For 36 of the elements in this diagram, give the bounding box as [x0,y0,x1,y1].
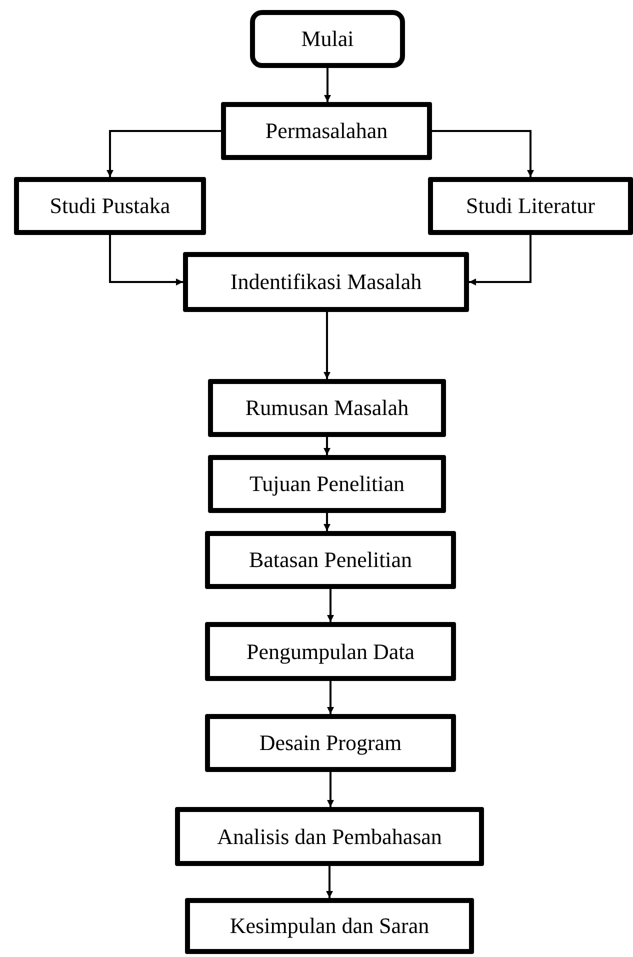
box-label: Desain Program [259,730,402,756]
arrow [324,513,330,531]
process-box [221,102,432,160]
arrow [326,866,333,898]
box-label: Rumusan Masalah [245,395,409,421]
process-box [185,898,474,954]
process-box [175,807,484,866]
box-label: Kesimpulan dan Saran [230,913,430,939]
box-label: Analisis dan Pembahasan [217,824,442,850]
arrow [327,772,334,807]
process-box [14,177,206,235]
arrow [109,235,183,286]
box-label: Pengumpulan Data [246,638,415,664]
process-box [205,622,456,681]
box-label: Permasalahan [265,118,388,144]
process-box [428,177,633,235]
arrow [324,68,331,102]
process-box [183,252,469,312]
box-label: Batasan Penelitian [248,547,412,573]
arrow [324,437,330,455]
arrow [432,130,534,177]
box-label: Studi Pustaka [50,193,170,219]
process-box [205,531,456,589]
arrow [327,589,334,622]
process-box [205,714,456,772]
box-label: Indentifikasi Masalah [230,269,422,295]
arrow [106,130,221,177]
box-label: Mulai [301,26,354,52]
box-label: Studi Literatur [466,193,595,219]
box-label: Tujuan Penelitian [249,471,405,497]
process-box [208,455,446,513]
process-box [208,379,446,437]
arrow [327,681,334,714]
start-terminal [250,10,405,68]
arrow [469,235,532,286]
arrow [324,312,330,379]
